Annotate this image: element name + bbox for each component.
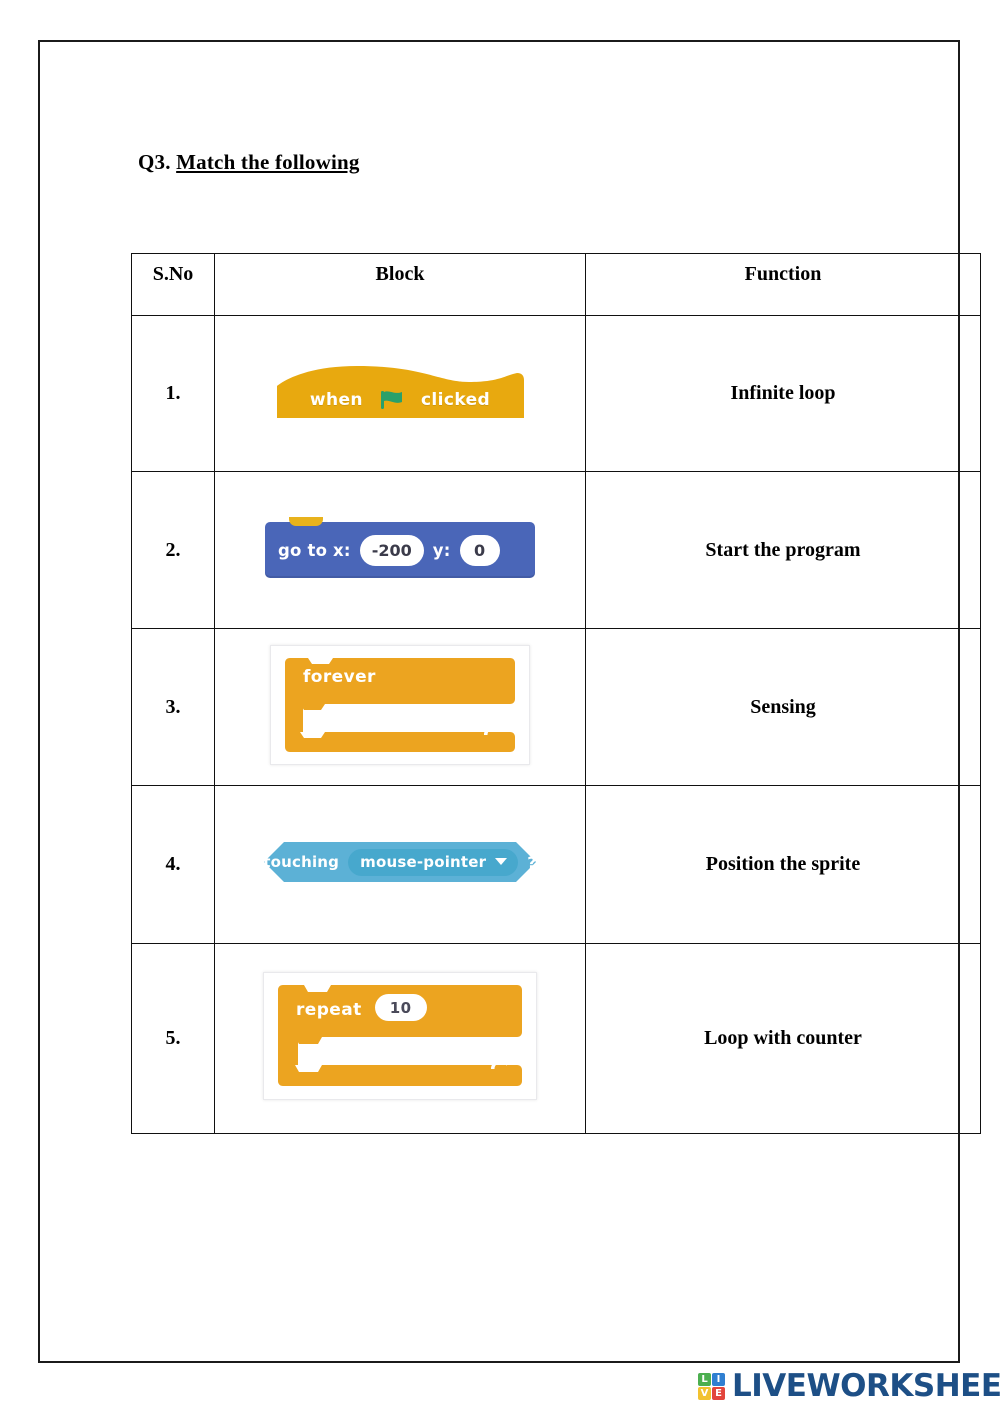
- function-cell-5: Loop with counter: [585, 943, 981, 1134]
- page-title: Q3. Match the following: [138, 150, 360, 175]
- block-cell-3: forever: [214, 628, 586, 786]
- table-row: 1. when: [131, 315, 981, 472]
- loop-arrow-icon: [481, 721, 503, 743]
- repeat-count-value[interactable]: 10: [374, 994, 427, 1021]
- scratch-block-touching: touching mouse-pointer ?: [262, 840, 538, 884]
- scratch-block-go-to-xy: go to x: -200 y: 0: [265, 517, 535, 578]
- scratch-block-forever: forever: [270, 644, 530, 765]
- touching-label: touching: [263, 853, 340, 871]
- hat-block-shape: [276, 366, 524, 418]
- question-mark-suffix: ?: [527, 852, 537, 872]
- row-number-5: 5.: [131, 943, 215, 1134]
- block-top-nub: [289, 517, 323, 526]
- table-row: 3. forever: [131, 628, 981, 786]
- function-cell-4: Position the sprite: [585, 785, 981, 944]
- green-flag-icon: [379, 390, 405, 410]
- goto-y-label: y:: [432, 540, 451, 560]
- table-row: 2. go to x: -200 y: 0 Start the program: [131, 471, 981, 629]
- scratch-block-repeat: repeat 10: [263, 972, 537, 1100]
- logo-wordmark: LIVEWORKSHEETS: [732, 1368, 1000, 1404]
- function-cell-3: Sensing: [585, 628, 981, 786]
- row-number-3: 3.: [131, 628, 215, 786]
- forever-label: forever: [303, 666, 376, 687]
- logo-tiles-icon: L I V E: [698, 1373, 725, 1400]
- row-number-2: 2.: [131, 471, 215, 629]
- function-cell-1: Infinite loop: [585, 315, 981, 472]
- c-block-shape: [278, 985, 522, 1086]
- column-header-sno: S.No: [131, 253, 215, 316]
- liveworksheets-logo[interactable]: L I V E LIVEWORKSHEETS: [698, 1371, 1000, 1402]
- block-cell-5: repeat 10: [214, 943, 586, 1134]
- repeat-label: repeat: [296, 999, 362, 1020]
- block-cell-4: touching mouse-pointer ?: [214, 785, 586, 944]
- table-header-row: S.No Block Function: [131, 253, 981, 316]
- scratch-block-when-flag-clicked: when clicked: [272, 360, 528, 422]
- function-cell-2: Start the program: [585, 471, 981, 629]
- logo-tile-v: V: [698, 1387, 711, 1400]
- hat-text-after: clicked: [420, 390, 491, 410]
- logo-tile-l: L: [698, 1373, 711, 1386]
- hat-text-before: when: [309, 390, 363, 410]
- loop-arrow-icon: [488, 1055, 510, 1077]
- logo-tile-e: E: [712, 1387, 725, 1400]
- worksheet-page-frame: Q3. Match the following S.No Block Funct…: [38, 40, 981, 1363]
- table-row: 4. touching mouse-pointer: [131, 785, 981, 944]
- goto-x-label: go to x:: [278, 540, 351, 560]
- row-number-1: 1.: [131, 315, 215, 472]
- block-cell-1: when clicked: [214, 315, 586, 472]
- block-cell-2: go to x: -200 y: 0: [214, 471, 586, 629]
- table-row: 5. repeat 10: [131, 943, 981, 1134]
- column-header-function: Function: [585, 253, 981, 316]
- column-header-block: Block: [214, 253, 586, 316]
- dropdown-value: mouse-pointer: [360, 852, 487, 871]
- c-block-shape: [285, 657, 515, 752]
- question-number: Q3.: [138, 150, 171, 174]
- row-number-4: 4.: [131, 785, 215, 944]
- match-the-following-table: S.No Block Function 1. when: [131, 253, 981, 1134]
- goto-x-value[interactable]: -200: [359, 534, 424, 566]
- goto-y-value[interactable]: 0: [459, 534, 500, 566]
- chevron-down-icon: [495, 858, 508, 865]
- logo-tile-i: I: [712, 1373, 725, 1386]
- touching-target-dropdown[interactable]: mouse-pointer: [348, 848, 519, 876]
- question-instruction: Match the following: [176, 150, 360, 174]
